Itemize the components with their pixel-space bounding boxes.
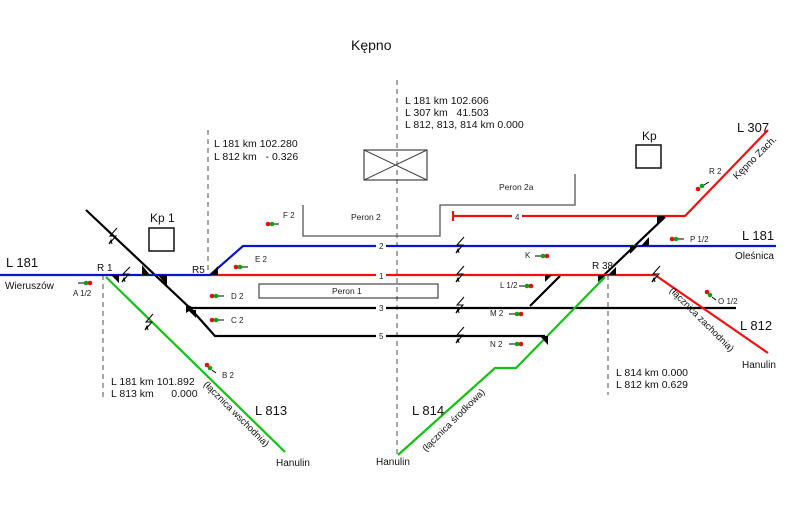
lightning-icon xyxy=(455,296,465,314)
station-building-icon xyxy=(363,149,428,181)
track-number-4: 4 xyxy=(515,213,520,222)
signal-o12-label: O 1/2 xyxy=(718,297,738,306)
lightning-icon xyxy=(455,236,465,254)
signal-a12-label: A 1/2 xyxy=(73,289,92,298)
signal-d2-icon xyxy=(209,293,224,299)
destination-kepno-zach: Kępno Zach. xyxy=(731,134,779,182)
track-number-5: 5 xyxy=(379,332,384,341)
lightning-icon xyxy=(121,266,131,283)
km-text: L 814 km 0.000 xyxy=(616,367,688,379)
line-181-east-label: L 181 xyxy=(742,228,774,243)
km-label-r5: L 181 km 102.280 L 812 km - 0.326 xyxy=(214,138,298,163)
signal-k-label: K xyxy=(525,251,531,260)
signal-l12-label: L 1/2 xyxy=(500,281,518,290)
track-3-connector xyxy=(529,275,561,307)
km-text: L 812 km - 0.326 xyxy=(214,151,298,163)
post-r5-label: R5 xyxy=(192,265,205,276)
signal-c2-icon xyxy=(209,317,224,323)
line-814-label: L 814 xyxy=(412,403,444,418)
signal-p12-icon xyxy=(669,236,684,242)
destination-hanulin-814: Hanulin xyxy=(376,457,410,468)
signal-m2-icon xyxy=(509,311,524,317)
signal-n2-label: N 2 xyxy=(490,340,503,349)
signal-box-kp-label: Kp xyxy=(642,129,657,143)
signal-e2-icon xyxy=(233,264,248,270)
signals: A 1/2 E 2 F 2 D 2 C 2 B 2 K L 1/2 M 2 N … xyxy=(73,167,738,380)
km-text: L 181 km 102.280 xyxy=(214,138,298,150)
connector-middle-label: (łącznica środkowa) xyxy=(420,387,487,454)
signal-f2-icon xyxy=(265,221,279,227)
signal-box-kp1-icon xyxy=(148,227,175,252)
lightning-icon xyxy=(455,265,465,283)
platform-2-label: Peron 2 xyxy=(351,212,381,222)
km-label-r1: L 181 km 101.892 L 813 km 0.000 xyxy=(111,376,198,400)
track-3-diagonal xyxy=(85,209,736,310)
signal-e2-label: E 2 xyxy=(255,255,268,264)
platform-1-label: Peron 1 xyxy=(332,286,362,296)
destination-wieruszow: Wieruszów xyxy=(5,281,55,292)
track-5 xyxy=(189,307,545,338)
connector-west-label: (łącznica zachodnia) xyxy=(667,285,736,354)
platform-2 xyxy=(302,174,576,237)
destination-hanulin-813: Hanulin xyxy=(276,458,310,469)
track-number-1: 1 xyxy=(379,272,384,281)
km-label-center: L 181 km 102.606 L 307 km 41.503 L 812, … xyxy=(405,95,524,131)
km-text: L 307 km 41.503 xyxy=(405,107,489,119)
signal-n2-icon xyxy=(509,341,524,347)
km-text: L 813 km 0.000 xyxy=(111,388,198,400)
track-number-2: 2 xyxy=(379,242,384,251)
signal-f2-label: F 2 xyxy=(283,211,295,220)
signal-box-kp1-label: Kp 1 xyxy=(150,211,175,225)
signal-p12-label: P 1/2 xyxy=(690,235,709,244)
lightning-icon xyxy=(144,313,154,331)
post-r1-label: R 1 xyxy=(97,263,113,274)
line-814 xyxy=(397,276,606,456)
km-text: L 181 km 101.892 xyxy=(111,376,195,388)
km-text: L 812 km 0.629 xyxy=(616,379,688,391)
line-181-main xyxy=(0,244,776,277)
signal-r2-label: R 2 xyxy=(709,167,722,176)
post-r38-label: R 38 xyxy=(592,261,614,272)
line-813-label: L 813 xyxy=(255,403,287,418)
lightning-icon xyxy=(651,265,661,283)
signal-a12-icon xyxy=(78,280,93,286)
km-text: L 181 km 102.606 xyxy=(405,95,489,107)
km-label-r38: L 814 km 0.000 L 812 km 0.629 xyxy=(616,367,688,391)
line-813 xyxy=(105,276,286,453)
signal-b2-label: B 2 xyxy=(222,371,235,380)
lightning-icon xyxy=(455,326,465,344)
signal-b2-icon xyxy=(204,362,217,374)
signal-box-kp-icon xyxy=(635,144,662,169)
signal-o12-icon xyxy=(704,289,717,301)
track-4-l307 xyxy=(453,129,769,218)
destination-olesnica: Oleśnica xyxy=(735,251,774,262)
lightning-icon xyxy=(108,227,118,245)
signal-d2-label: D 2 xyxy=(231,292,244,301)
signal-r2-icon xyxy=(695,181,710,192)
signal-c2-label: C 2 xyxy=(231,316,244,325)
signal-m2-label: M 2 xyxy=(490,309,504,318)
destination-hanulin-812: Hanulin xyxy=(742,360,776,371)
switch-markers xyxy=(111,216,665,345)
platform-2a-label: Peron 2a xyxy=(499,182,534,192)
station-tracks xyxy=(85,209,736,338)
platform-1 xyxy=(258,283,439,299)
track-numbers: 2 1 3 5 4 xyxy=(376,211,522,341)
km-text: L 812, 813, 814 km 0.000 xyxy=(405,119,524,131)
electrification-markers xyxy=(108,227,661,344)
signal-l12-icon xyxy=(519,283,534,289)
signal-k-icon xyxy=(535,253,550,259)
line-307-label: L 307 xyxy=(737,120,769,135)
line-812-label: L 812 xyxy=(740,318,772,333)
line-181-west-label: L 181 xyxy=(6,255,38,270)
station-title: Kępno xyxy=(351,37,392,53)
track-1-l812 xyxy=(210,273,769,354)
track-number-3: 3 xyxy=(379,304,384,313)
